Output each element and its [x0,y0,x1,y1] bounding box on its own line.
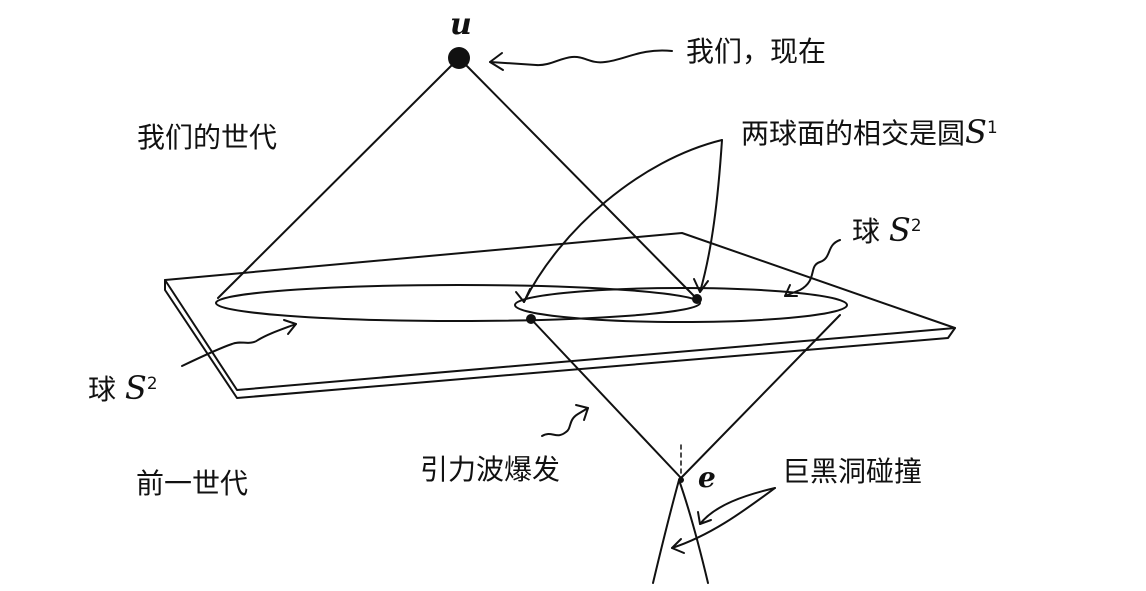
event-u-point [448,47,470,69]
black-hole-worldlines [652,479,709,584]
label-previous-generation: 前一世代 [136,467,249,500]
sphere-lower-prefix: 球 [88,373,117,406]
sphere-upper-exponent: 2 [910,214,922,235]
arrows-bh-collision [671,487,776,554]
circle-symbol: S [965,113,987,151]
past-light-cone-u [215,57,701,322]
intersection-point-right [692,294,702,304]
label-our-generation: 我们的世代 [137,121,278,154]
future-light-cone-e [514,287,848,479]
hypersurface-plane [164,232,956,399]
sphere-upper-prefix: 球 [852,215,881,248]
label-bh-collision: 巨黑洞碰撞 [782,455,923,488]
label-intersection-circle: 两球面的相交是圆S1 [741,116,998,148]
label-we-now: 我们，现在 [686,35,827,68]
arrow-sphere-upper [784,239,841,297]
circle-exponent: 1 [986,116,998,137]
label-event-u: u [450,7,472,42]
sphere-upper-symbol: S [888,211,911,249]
sphere-lower-exponent: 2 [146,372,158,393]
event-e-point [678,477,684,483]
label-gw-burst: 引力波爆发 [420,453,561,486]
label-sphere-upper: 球 S2 [852,214,922,246]
intersection-point-left [526,314,536,324]
label-sphere-lower: 球 S2 [88,372,158,404]
sphere-lower-symbol: S [124,369,147,407]
arrow-we-now [489,49,673,71]
arrow-gw-burst [541,404,589,437]
label-event-e: e [698,461,716,494]
arrows-intersection-circle [515,139,723,303]
intersection-circle-text: 两球面的相交是圆 [741,117,966,150]
arrow-sphere-lower [181,319,297,367]
